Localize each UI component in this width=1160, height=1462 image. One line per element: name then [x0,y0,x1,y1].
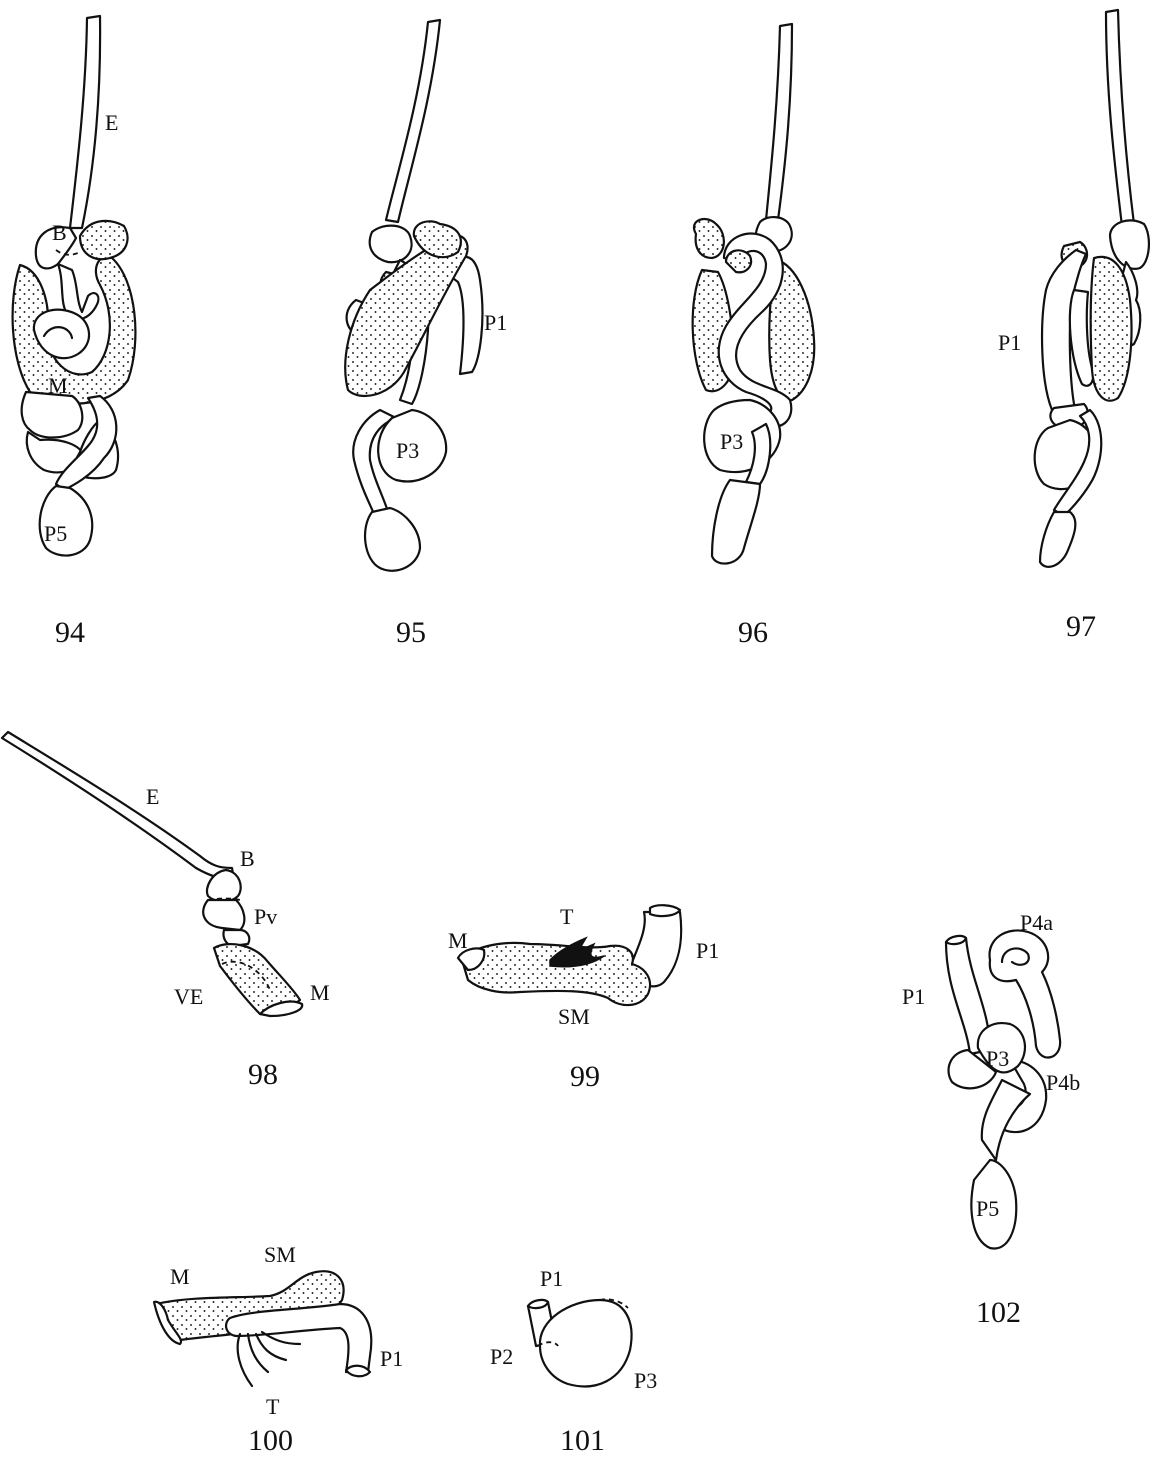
label-M: M [448,928,468,953]
label-P1: P1 [380,1346,403,1371]
label-SM: SM [264,1242,296,1267]
label-Pv: Pv [254,904,277,929]
label-P3: P3 [634,1368,657,1393]
figure-95: P1 P3 95 [345,20,507,649]
figure-102: P4a P1 P3 P4b P5 102 [902,910,1080,1329]
label-P1: P1 [696,938,719,963]
figure-number: 102 [976,1296,1021,1329]
figure-94: E B M P5 94 [13,16,136,649]
figure-97: P1 97 [998,10,1149,643]
label-P1: P1 [484,310,507,335]
figure-96: P3 96 [693,24,815,649]
label-M: M [170,1264,190,1289]
label-P1: P1 [902,984,925,1009]
figure-number: 95 [396,616,426,649]
figure-number: 98 [248,1058,278,1091]
label-P3: P3 [396,438,419,463]
label-T: T [266,1394,280,1419]
label-P1: P1 [540,1266,563,1291]
label-P2: P2 [490,1344,513,1369]
figure-number: 99 [570,1060,600,1093]
label-P5: P5 [44,521,67,546]
label-P3: P3 [986,1046,1009,1071]
label-T: T [560,904,574,929]
figure-101: P1 P2 P3 101 [490,1266,657,1457]
figure-98: E B Pv VE M 98 [2,732,330,1091]
label-E: E [146,784,159,809]
label-E: E [105,110,118,135]
figure-number: 94 [55,616,85,649]
figure-number: 101 [560,1424,605,1457]
label-VE: VE [174,984,203,1009]
label-SM: SM [558,1004,590,1029]
label-P4a: P4a [1020,910,1053,935]
label-P1: P1 [998,330,1021,355]
figure-number: 96 [738,616,768,649]
label-B: B [240,846,255,871]
figure-99: M T P1 SM 99 [448,904,719,1093]
label-M: M [48,373,68,398]
figure-number: 100 [248,1424,293,1457]
label-M: M [310,980,330,1005]
label-B: B [52,220,67,245]
figure-100: M SM T P1 100 [154,1242,403,1457]
figure-number: 97 [1066,610,1096,643]
label-P4b: P4b [1046,1070,1080,1095]
label-P3: P3 [720,429,743,454]
label-P5: P5 [976,1196,999,1221]
